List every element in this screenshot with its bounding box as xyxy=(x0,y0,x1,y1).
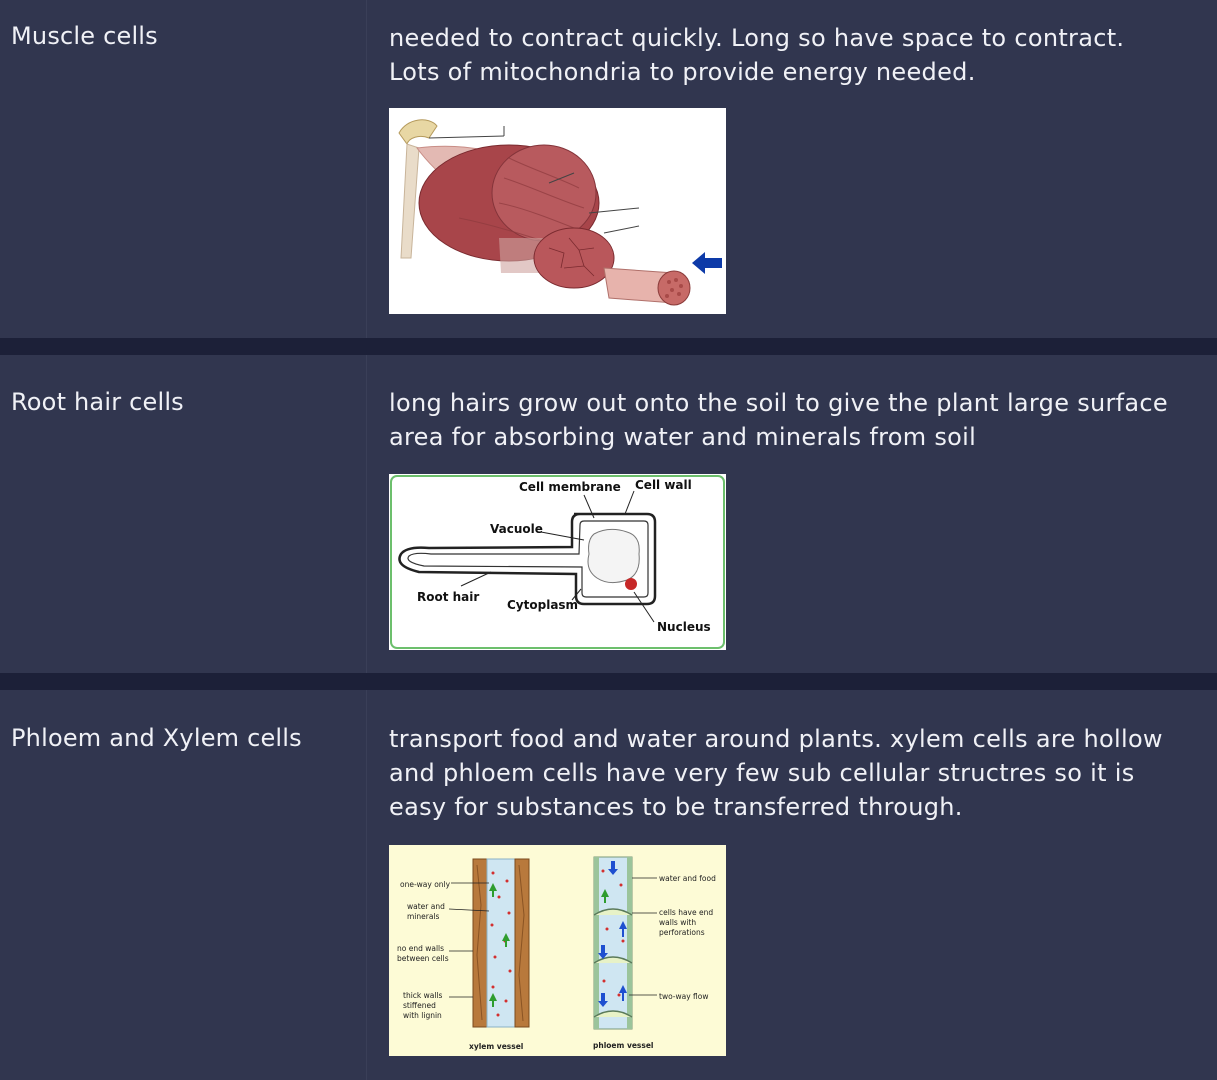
muscle-illustration xyxy=(398,119,722,306)
row-description: long hairs grow out onto the soil to giv… xyxy=(389,386,1217,454)
label-no-end-walls: no end walls xyxy=(397,944,444,953)
root-hair-illustration: Cell membrane Cell wall Vacuole Root hai… xyxy=(390,475,725,649)
label-one-way: one-way only xyxy=(400,880,451,889)
label-between-cells: between cells xyxy=(397,954,449,963)
column-divider xyxy=(366,690,367,1080)
description-line: and phloem cells have very few sub cellu… xyxy=(389,759,1135,787)
description-line: needed to contract quickly. Long so have… xyxy=(389,24,1125,52)
description-line: Lots of mitochondria to provide energy n… xyxy=(389,58,976,86)
xylem-phloem-diagram: one-way only water and minerals no end w… xyxy=(389,845,726,1056)
description-line: easy for substances to be transferred th… xyxy=(389,793,963,821)
label-two-way-flow: two-way flow xyxy=(659,992,709,1001)
description-line: transport food and water around plants. … xyxy=(389,725,1163,753)
label-with-lignin: with lignin xyxy=(403,1011,442,1020)
root-hair-diagram: Cell membrane Cell wall Vacuole Root hai… xyxy=(389,474,726,650)
label-water-and-food: water and food xyxy=(659,874,716,883)
muscle-diagram xyxy=(389,108,726,314)
label-xylem-vessel: xylem vessel xyxy=(469,1042,523,1051)
label-cells-have-end: cells have end xyxy=(659,908,713,917)
row-phloem-xylem-cells: Phloem and Xylem cells transport food an… xyxy=(0,690,1217,1080)
xylem-phloem-illustration: one-way only water and minerals no end w… xyxy=(389,845,726,1056)
label-thick-walls: thick walls xyxy=(403,991,443,1000)
label-cell-wall: Cell wall xyxy=(635,478,692,492)
section-divider xyxy=(0,338,1217,355)
label-stiffened: stiffened xyxy=(403,1001,436,1010)
section-divider xyxy=(0,673,1217,690)
label-phloem-vessel: phloem vessel xyxy=(593,1041,654,1050)
label-cell-membrane: Cell membrane xyxy=(519,480,621,494)
label-vacuole: Vacuole xyxy=(490,522,543,536)
row-title: Root hair cells xyxy=(11,388,184,416)
label-minerals: minerals xyxy=(407,912,440,921)
column-divider xyxy=(366,0,367,338)
label-walls-with: walls with xyxy=(659,918,696,927)
label-water-and: water and xyxy=(407,902,445,911)
row-muscle-cells: Muscle cells needed to contract quickly.… xyxy=(0,0,1217,338)
column-divider xyxy=(366,355,367,673)
row-description: needed to contract quickly. Long so have… xyxy=(389,21,1217,89)
label-perforations: perforations xyxy=(659,928,705,937)
label-cytoplasm: Cytoplasm xyxy=(507,598,578,612)
label-root-hair: Root hair xyxy=(417,590,479,604)
row-title: Phloem and Xylem cells xyxy=(11,724,302,752)
row-title: Muscle cells xyxy=(11,22,158,50)
description-line: long hairs grow out onto the soil to giv… xyxy=(389,389,1168,417)
row-root-hair-cells: Root hair cells long hairs grow out onto… xyxy=(0,355,1217,673)
row-description: transport food and water around plants. … xyxy=(389,722,1217,824)
label-nucleus: Nucleus xyxy=(657,620,711,634)
description-line: area for absorbing water and minerals fr… xyxy=(389,423,977,451)
